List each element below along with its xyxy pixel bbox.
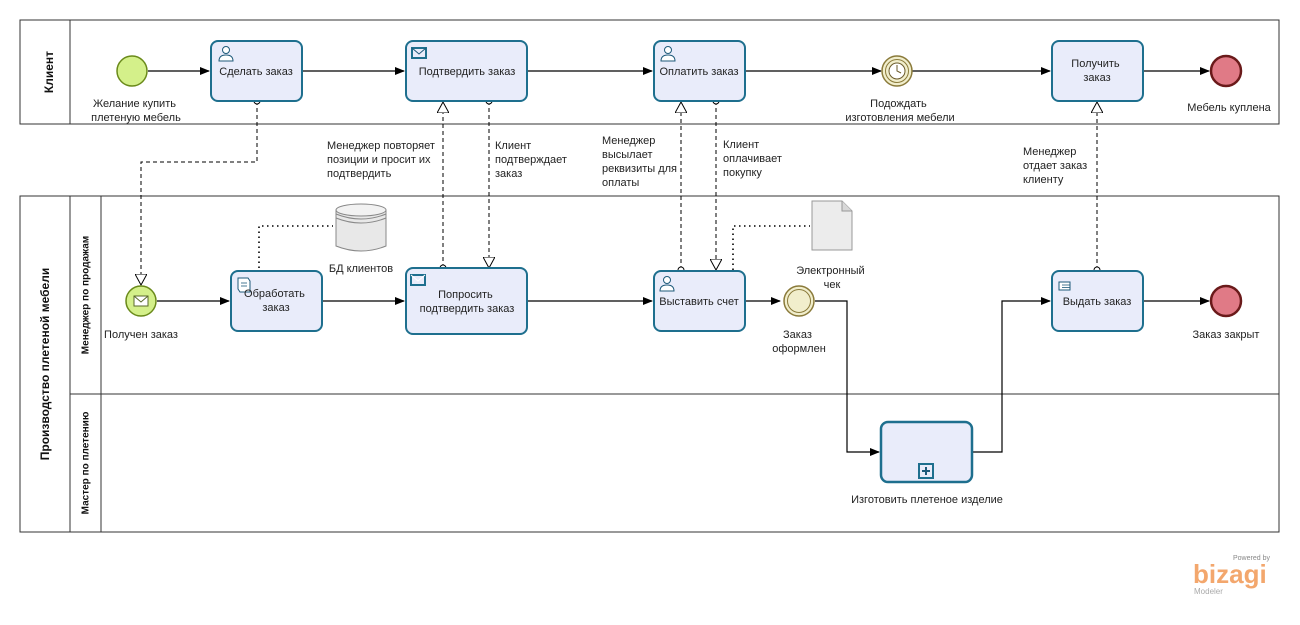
msg-repeats-line2: позиции и просит их xyxy=(327,154,431,166)
bizagi-logo: Powered by bizagi Modeler xyxy=(1193,555,1270,596)
end-event-client-label: Мебель куплена xyxy=(1187,102,1271,114)
task-make-order-label: Сделать заказ xyxy=(219,66,293,78)
user-icon xyxy=(660,46,676,62)
msg-repeats-line1: Менеджер повторяет xyxy=(327,140,435,152)
task-confirm-order-label: Подтвердить заказ xyxy=(419,66,516,78)
lane-weaver-title: Мастер по плетению xyxy=(81,411,92,514)
msg-confirms-line1: Клиент xyxy=(495,140,531,152)
msg-confirms-line3: заказ xyxy=(495,168,522,180)
receipt-label-line1: Электронный xyxy=(796,265,865,277)
msg-sends-line2: высылает xyxy=(602,149,652,161)
data-store-db-label: БД клиентов xyxy=(329,263,393,275)
task-pay-order-label: Оплатить заказ xyxy=(659,66,738,78)
intermediate-event-done[interactable] xyxy=(783,285,815,317)
msg-manager-repeats-label: Менеджер повторяет позиции и просит их п… xyxy=(327,140,438,180)
msg-manager-sends-label: Менеджер высылает реквизиты для оплаты xyxy=(602,135,680,189)
timer-event-label: Подождать изготовления мебели xyxy=(845,98,954,124)
pool-client-title: Клиент xyxy=(42,51,56,93)
end-event-order-label: Заказ закрыт xyxy=(1193,329,1260,341)
timer-event-wait[interactable] xyxy=(881,55,913,87)
script-icon xyxy=(237,277,251,293)
msg-pays-line2: оплачивает xyxy=(723,153,782,165)
msg-confirms-line2: подтверждает xyxy=(495,154,567,166)
task-make-order[interactable]: Сделать заказ xyxy=(210,40,303,102)
msg-repeats-line3: подтвердить xyxy=(327,168,392,180)
ask-label-line1: Попросить xyxy=(438,289,493,301)
collapsed-subprocess-icon[interactable] xyxy=(918,463,934,479)
intermediate-event-done-label: Заказ оформлен xyxy=(772,329,826,355)
ask-label-line2: подтвердить заказ xyxy=(420,303,515,315)
start-event-client[interactable] xyxy=(116,55,148,87)
end-event-order[interactable] xyxy=(1209,284,1243,318)
msg-order-sent xyxy=(141,101,257,285)
msg-manager-gives-label: Менеджер отдает заказ клиенту xyxy=(1023,146,1090,186)
start-client-label-line2: плетеную мебель xyxy=(91,112,181,124)
msg-sends-line1: Менеджер xyxy=(602,135,655,147)
timer-label-line2: изготовления мебели xyxy=(845,112,954,124)
envelope-icon xyxy=(411,47,427,59)
logo-product-text: Modeler xyxy=(1194,587,1223,596)
data-object-receipt-label: Электронный чек xyxy=(796,265,868,291)
task-pay-order[interactable]: Оплатить заказ xyxy=(653,40,746,102)
start-event-client-label: Желание купить плетеную мебель xyxy=(91,98,181,124)
msg-sends-line4: оплаты xyxy=(602,177,639,189)
task-issue-invoice-label: Выставить счет xyxy=(659,296,739,308)
task-process-order-label: Обработать заказ xyxy=(244,288,308,314)
start-client-label-line1: Желание купить xyxy=(93,98,176,110)
task-process-order[interactable]: Обработать заказ xyxy=(230,270,323,332)
msg-sends-line3: реквизиты для xyxy=(602,163,677,175)
sequence-flows xyxy=(148,67,1210,456)
task-receive-order[interactable]: Получить заказ xyxy=(1051,40,1144,102)
msg-client-pays-label: Клиент оплачивает покупку xyxy=(723,139,785,179)
receive-label-line2: заказ xyxy=(1083,72,1110,84)
task-issue-invoice[interactable]: Выставить счет xyxy=(653,270,746,332)
envelope-icon xyxy=(133,295,149,307)
process-label-line2: заказ xyxy=(262,302,289,314)
msg-pays-line1: Клиент xyxy=(723,139,759,151)
task-hand-over[interactable]: Выдать заказ xyxy=(1051,270,1144,332)
receive-label-line1: Получить xyxy=(1071,58,1120,70)
receipt-label-line2: чек xyxy=(824,279,841,291)
hand-icon xyxy=(1058,281,1071,291)
end-event-client[interactable] xyxy=(1209,54,1243,88)
pool-production[interactable]: Производство плетеной мебели Менеджер по… xyxy=(19,195,1280,533)
start-order-label: Получен заказ xyxy=(104,329,178,341)
msg-gives-line3: клиенту xyxy=(1023,174,1064,186)
pool-production-title: Производство плетеной мебели xyxy=(38,268,52,460)
message-start-event-order[interactable] xyxy=(125,285,157,317)
done-label-line1: Заказ xyxy=(783,329,812,341)
lane-sales-title: Менеджер по продажам xyxy=(81,236,92,354)
logo-brand-text: bizagi xyxy=(1193,559,1267,589)
associations xyxy=(258,225,810,270)
subprocess-weave-label: Изготовить плетеное изделие xyxy=(851,494,1003,506)
user-icon xyxy=(659,276,675,292)
task-confirm-order[interactable]: Подтвердить заказ xyxy=(405,40,528,102)
flow-done-to-weave xyxy=(815,300,880,456)
msg-gives-line2: отдает заказ xyxy=(1023,160,1087,172)
envelope-filled-icon xyxy=(410,274,426,286)
data-store-db[interactable] xyxy=(335,203,387,252)
flow-weave-to-hand xyxy=(972,297,1051,453)
msg-client-confirms-label: Клиент подтверждает заказ xyxy=(495,140,570,180)
logo-powered-text: Powered by xyxy=(1233,555,1270,562)
subprocess-weave[interactable] xyxy=(879,420,974,484)
done-label-line2: оформлен xyxy=(772,343,826,355)
task-receive-order-label: Получить заказ xyxy=(1071,58,1122,84)
message-flows xyxy=(141,101,1097,285)
task-ask-confirm[interactable]: Попросить подтвердить заказ xyxy=(405,267,528,335)
task-hand-over-label: Выдать заказ xyxy=(1063,296,1132,308)
data-object-receipt[interactable] xyxy=(811,200,853,251)
clock-icon xyxy=(888,62,906,80)
user-icon xyxy=(218,46,234,62)
process-label-line1: Обработать xyxy=(244,288,305,300)
timer-label-line1: Подождать xyxy=(870,98,927,110)
msg-gives-line1: Менеджер xyxy=(1023,146,1076,158)
msg-pays-line3: покупку xyxy=(723,167,762,179)
task-ask-confirm-label: Попросить подтвердить заказ xyxy=(420,289,515,315)
